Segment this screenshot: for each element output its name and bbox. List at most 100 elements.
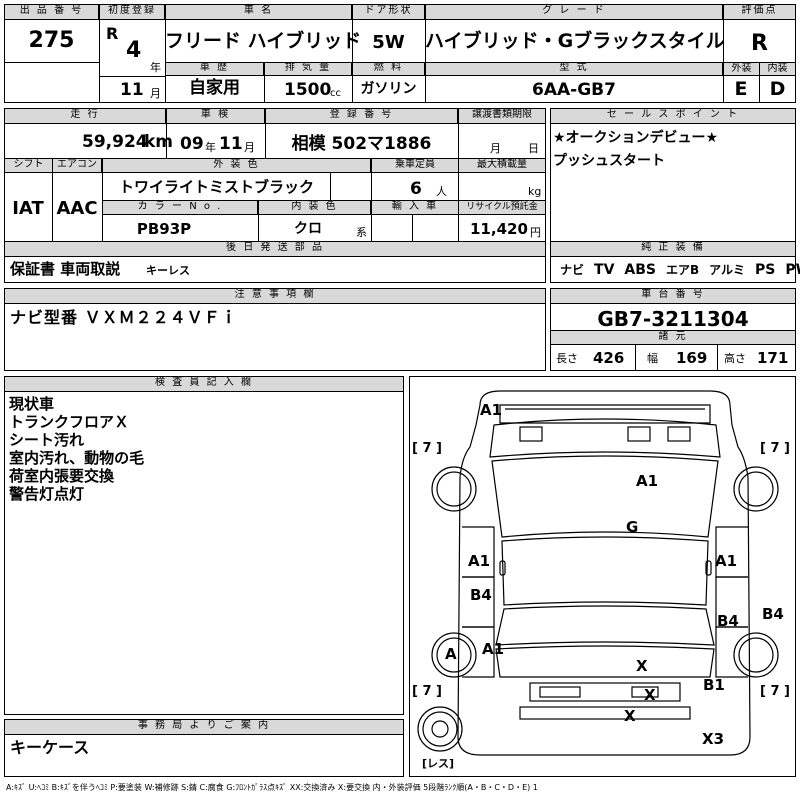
transfer-header: 譲渡書類期限 — [458, 108, 546, 124]
equipment-list: ナビTVABSエアBアルミPSPW — [560, 263, 800, 277]
exterior-header: 外装 — [723, 62, 760, 76]
damage-x-hatch: X — [636, 657, 648, 675]
length-label: 長さ — [556, 352, 578, 365]
door-header: ドア形状 — [352, 4, 425, 20]
reg-no-header: 登 録 番 号 — [265, 108, 458, 124]
displacement-unit: cc — [330, 88, 341, 99]
damage-a1-right-door: A1 — [715, 552, 738, 570]
color-number: PB93P — [136, 220, 192, 238]
car-outline — [417, 390, 779, 756]
capacity: 6 — [410, 179, 422, 199]
model-header: 型 式 — [425, 62, 723, 76]
shift-header: シフト — [4, 158, 53, 173]
lot-no: 275 — [28, 28, 75, 53]
score: R — [751, 31, 768, 56]
first-reg-header: 初度登録 — [99, 4, 165, 20]
equip-pw: PW — [785, 262, 800, 278]
inspector-line: 現状車 — [9, 395, 55, 413]
capacity-unit: 人 — [436, 185, 447, 198]
recycle-fee: 11,420 — [470, 220, 528, 238]
later-parts-keyless: キーレス — [146, 264, 190, 277]
office-header: 事 務 局 よ り ご 案 内 — [4, 719, 404, 735]
damage-b1-rear-right: B1 — [703, 676, 725, 694]
damage-b4-right: B4 — [717, 612, 739, 630]
door-type: 5W — [372, 32, 405, 53]
grade: ハイブリッド・Gブラックスタイル — [425, 30, 725, 52]
chassis-number: GB7-3211304 — [597, 307, 749, 331]
first-reg-year: 4 — [126, 38, 142, 63]
damage-b4-left: B4 — [470, 586, 492, 604]
sales-point-header: セ ー ル ス ポ イ ン ト — [550, 108, 796, 124]
lot-no-header: 出 品 番 号 — [4, 4, 99, 20]
sales-point-1: ★オークションデビュー★ — [553, 130, 719, 146]
inspection-year-unit: 年 — [205, 141, 216, 154]
car-name-header: 車 名 — [165, 4, 352, 20]
inspector-header: 検 査 員 記 入 欄 — [4, 376, 404, 392]
inspector-notes: 現状車 トランクフロアＸ シート汚れ 室内汚れ、動物の毛 荷室内張要交換 警告灯… — [9, 395, 144, 503]
registration-number: 相模 502マ1886 — [291, 134, 432, 154]
history-header: 車 歴 — [165, 62, 264, 76]
damage-a1-hood: A1 — [636, 472, 659, 490]
score-header: 評価点 — [723, 4, 796, 20]
damage-g-windshield: G — [626, 518, 639, 536]
mileage-unit: km — [144, 132, 174, 152]
later-parts-header: 後 日 発 送 部 品 — [4, 241, 546, 257]
fuel: ガソリン — [360, 81, 417, 97]
equip-alloy: アルミ — [709, 263, 746, 277]
era: R — [106, 24, 119, 43]
month-unit: 月 — [150, 87, 161, 100]
equip-tv: TV — [594, 262, 615, 278]
shift: IAT — [12, 198, 44, 219]
inspector-line: シート汚れ — [9, 431, 85, 449]
damage-a1-left-door: A1 — [468, 552, 491, 570]
inspection-month: 11 — [219, 134, 243, 154]
exterior-color: トワイライトミストブラック — [118, 178, 314, 196]
capacity-header: 乗車定員 — [371, 158, 459, 173]
notes-header: 注 意 事 項 欄 — [4, 288, 546, 304]
transfer-month-unit: 月 — [490, 142, 501, 155]
damage-a1-left-rear: A1 — [482, 640, 505, 658]
chassis-header: 車 台 番 号 — [550, 288, 796, 304]
equip-navi: ナビ — [560, 263, 585, 277]
equipment-header: 純 正 装 備 — [550, 241, 796, 257]
inspector-line: トランクフロアＸ — [9, 413, 130, 431]
mileage: 59,924 — [82, 132, 148, 152]
later-parts: 保証書 車両取説 — [10, 260, 121, 278]
interior-color: クロ — [294, 221, 322, 237]
office-text: キーケース — [10, 738, 90, 757]
damage-x3-rear-right: X3 — [702, 730, 725, 748]
height-label: 高さ — [724, 352, 746, 365]
mileage-header: 走 行 — [4, 108, 166, 124]
legend: A:ｷｽﾞ U:ﾍｺﾐ B:ｷｽﾞを伴うﾍｺﾐ P:要塗装 W:補修跡 S:錆 … — [6, 783, 538, 792]
damage-x-bumper: X — [644, 686, 656, 704]
sales-point-2: プッシュスタート — [553, 153, 665, 169]
interior-header: 内装 — [759, 62, 796, 76]
max-load-unit: kg — [528, 185, 542, 198]
tire-tag-front-right: [ 7 ] — [760, 441, 790, 456]
damage-a1-front: A1 — [480, 401, 503, 419]
recycle-header: リサイクル預託金 — [458, 200, 546, 215]
recycle-unit: 円 — [530, 226, 541, 239]
fuel-header: 燃 料 — [352, 62, 425, 76]
inspection-year: 09 — [180, 134, 204, 154]
specs-header: 諸 元 — [550, 330, 796, 345]
damage-x-rear: X — [624, 707, 636, 725]
interior-color-unit: 系 — [356, 226, 367, 239]
model-code: 6AA-GB7 — [532, 80, 616, 100]
displacement: 1500 — [284, 80, 332, 100]
air-conditioning: AAC — [56, 198, 98, 219]
inspector-line: 室内汚れ、動物の毛 — [9, 449, 145, 467]
color-header: 外 装 色 — [102, 158, 371, 173]
spare-tire-tag: [レス] — [422, 757, 455, 770]
grade-header: グ レ ー ド — [425, 4, 723, 20]
car-name: フリード ハイブリッド — [165, 30, 362, 52]
first-reg-month: 11 — [120, 80, 144, 100]
ac-header: エアコン — [52, 158, 102, 173]
equip-ps: PS — [755, 262, 776, 278]
transfer-day-unit: 日 — [528, 142, 539, 155]
displacement-header: 排 気 量 — [264, 62, 352, 76]
exterior-grade: E — [734, 78, 748, 100]
notes-text: ナビ型番 ＶＸＭ２２４ＶＦｉ — [10, 308, 238, 327]
import-header: 輸 入 車 — [371, 200, 459, 215]
width-value: 169 — [676, 349, 708, 367]
